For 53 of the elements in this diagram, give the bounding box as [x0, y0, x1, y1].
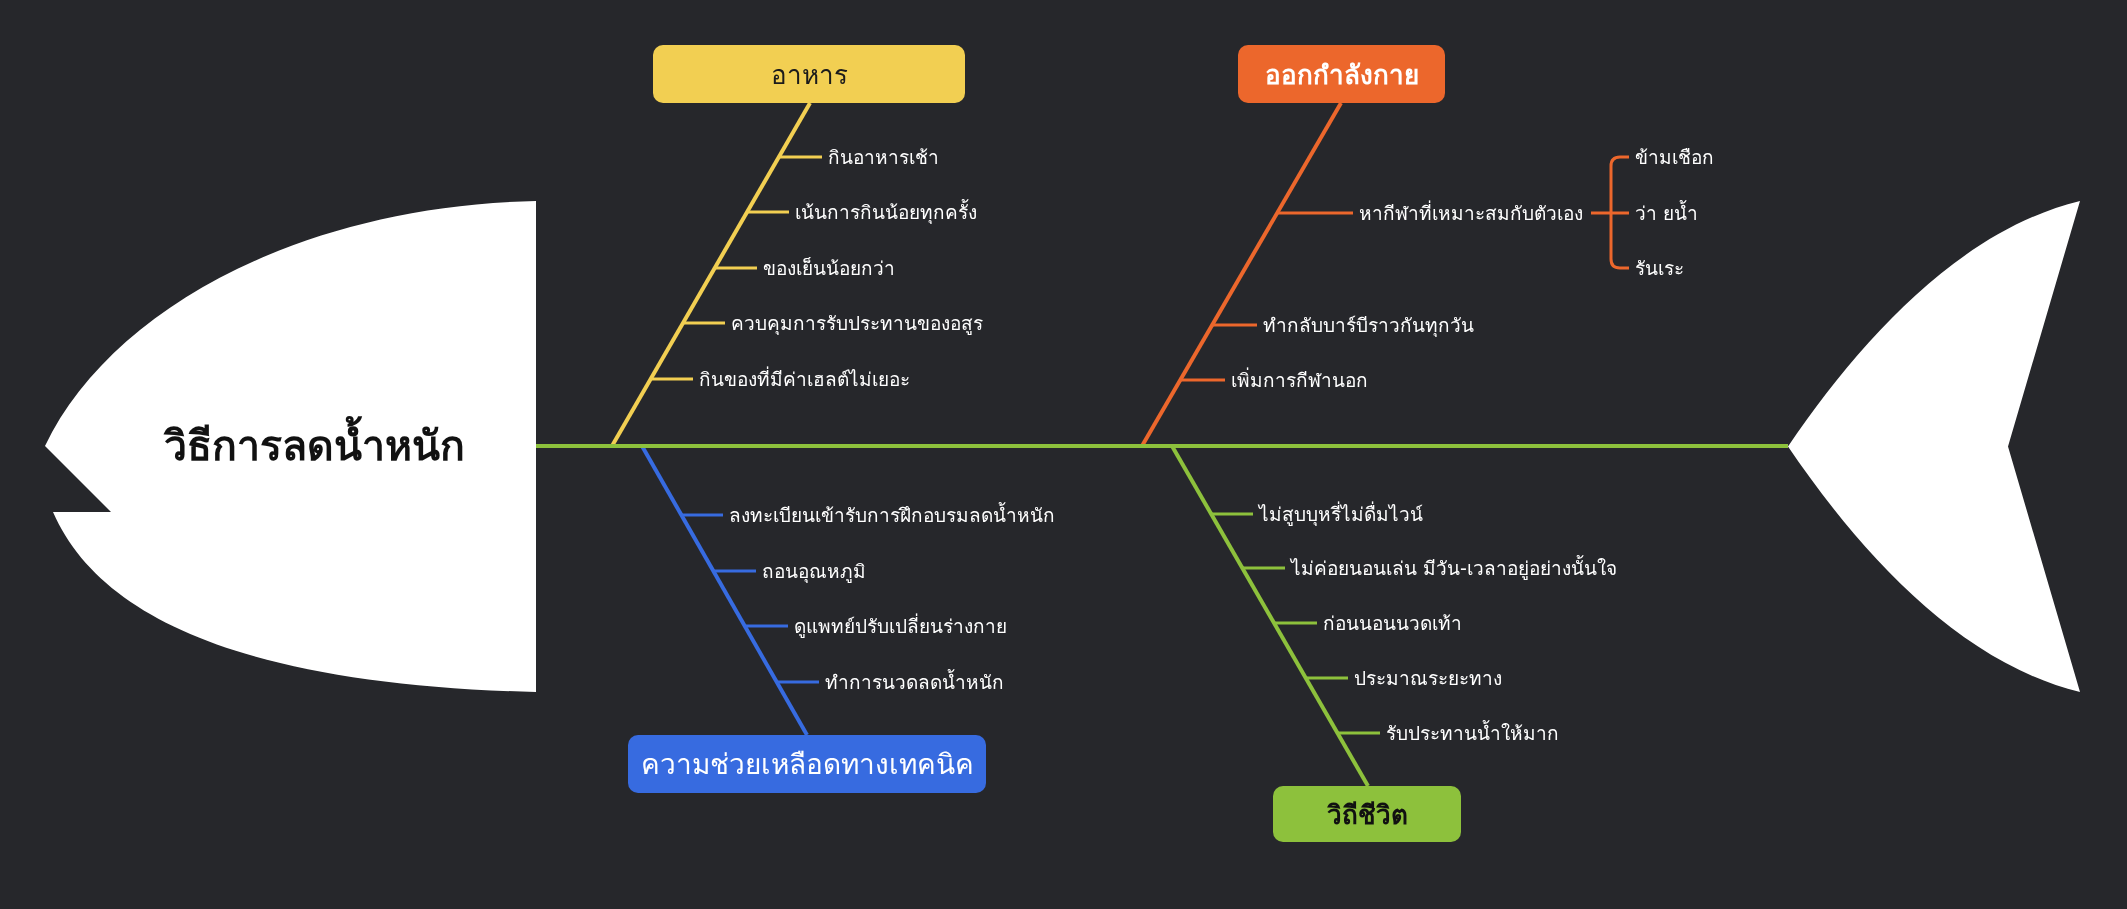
cause-text: ก่อนนอนนวดเท้า [1323, 608, 1462, 638]
branch-line [1180, 378, 1225, 382]
fish-head [45, 201, 536, 692]
cause-text: ไม่ค่อยนอนเล่น มีวัน-เวลาอยู่อย่างนั้นใจ [1291, 553, 1617, 583]
cause-text: ทำกลับบาร์บีราวกันทุกวัน [1263, 310, 1474, 340]
bone-line [1140, 102, 1343, 447]
fish-tail [1788, 201, 2080, 692]
category-box: ออกกำลังกาย [1238, 45, 1445, 103]
topic-text: วิธีการลดน้ำหนัก [159, 408, 469, 484]
cause-text: ทำการนวดลดน้ำหนัก [825, 667, 1004, 697]
brace-branch [1611, 211, 1629, 215]
cause-text: ลงทะเบียนเข้ารับการฝึกอบรมลดน้ำหนัก [729, 500, 1055, 530]
branch-line [650, 377, 693, 381]
cause-text: ของเย็นน้อยกว่า [763, 253, 895, 283]
cause-text: ดูแพทย์ปรับเปลี่ยนร่างกาย [794, 611, 1007, 641]
category-box: ความช่วยเหลือดทางเทคนิค [628, 735, 986, 793]
brace-branch [1609, 213, 1629, 270]
branch-line [1212, 323, 1257, 327]
category-box: วิถีชีวิต [1273, 786, 1461, 842]
brace-branch [1609, 155, 1629, 213]
branch-line [1242, 566, 1285, 570]
cause-text: เน้นการกินน้อยทุกครั้ง [795, 197, 977, 227]
cause-text: หากีฬาที่เหมาะสมกับตัวเอง [1359, 198, 1583, 228]
cause-text: รันเระ [1635, 253, 1684, 283]
cause-text: กินของที่มีค่าเฮลต์ไม่เยอะ [699, 364, 910, 394]
cause-text: เพิ่มการกีฬานอก [1231, 365, 1368, 395]
cause-text: กินอาหารเช้า [828, 142, 939, 172]
branch-line [714, 266, 757, 270]
cause-text: ควบคุมการรับประทานของอสูร [731, 308, 983, 338]
cause-text: ถอนอุณหภูมิ [762, 556, 866, 586]
branch-line [1274, 621, 1317, 625]
spine-line [536, 444, 1788, 448]
branch-line [713, 569, 756, 573]
branch-line [1337, 731, 1380, 735]
branch-line [1211, 512, 1253, 516]
cause-text: ประมาณระยะทาง [1354, 663, 1502, 693]
cause-text: รับประทานน้ำให้มาก [1386, 718, 1559, 748]
branch-line [683, 321, 725, 325]
bone-line [1170, 445, 1370, 787]
branch-line [1277, 211, 1353, 215]
category-box: อาหาร [653, 45, 965, 103]
branch-line [776, 680, 819, 684]
cause-text: ไม่สูบบุหรี่ไม่ดื่มไวน์ [1259, 499, 1423, 529]
cause-text: ข้ามเชือก [1635, 142, 1714, 172]
branch-line [681, 513, 723, 517]
brace-stem [1591, 211, 1611, 215]
branch-line [778, 155, 822, 159]
bone-line [640, 445, 809, 736]
branch-line [744, 624, 788, 628]
cause-text: ว่า ยน้ำ [1635, 198, 1699, 228]
branch-line [747, 210, 789, 214]
bone-line [610, 102, 812, 447]
branch-line [1305, 676, 1348, 680]
